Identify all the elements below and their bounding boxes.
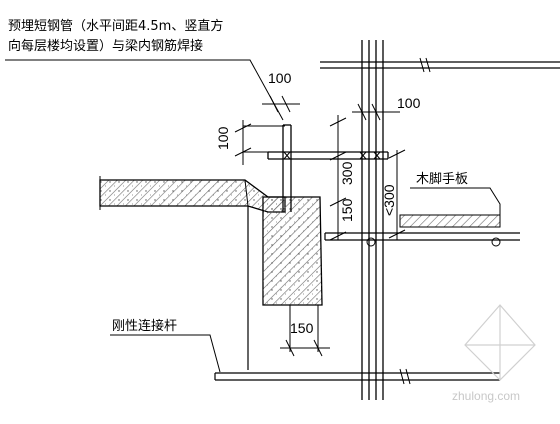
watermark-text: zhulong.com xyxy=(452,389,520,403)
dim-top-width: 100 xyxy=(268,70,292,86)
dim-right-300: <300 xyxy=(381,184,397,216)
dim-right-width: 100 xyxy=(397,95,421,111)
middle-ledger xyxy=(324,232,520,247)
rigid-connecting-rod xyxy=(214,368,500,385)
rigid-member-label: 刚性连接杆 xyxy=(112,318,177,334)
watermark-logo xyxy=(464,304,536,381)
scaffold-standard-inner xyxy=(361,40,370,400)
dimension-lines xyxy=(234,95,406,357)
concrete-beam xyxy=(244,179,323,370)
pipe-note-line1: 预埋短钢管（水平间距4.5m、竖直方 xyxy=(8,18,223,34)
scaffold-standard-outer xyxy=(375,40,384,400)
scaffold-board-label: 木脚手板 xyxy=(416,171,468,187)
horizontal-tie-pipe-upper xyxy=(267,151,389,160)
wooden-scaffold-board xyxy=(399,187,501,228)
dim-bottom-150: 150 xyxy=(290,320,314,336)
dim-vertical-300: 300 xyxy=(339,161,355,185)
concrete-slab xyxy=(99,176,286,213)
dim-vertical-150: 150 xyxy=(339,198,355,222)
dim-left-height: 100 xyxy=(215,126,231,150)
embedded-steel-pipe xyxy=(282,124,292,212)
pipe-note-line2: 向每层楼均设置）与梁内钢筋焊接 xyxy=(8,38,203,54)
top-ledger xyxy=(320,57,560,73)
